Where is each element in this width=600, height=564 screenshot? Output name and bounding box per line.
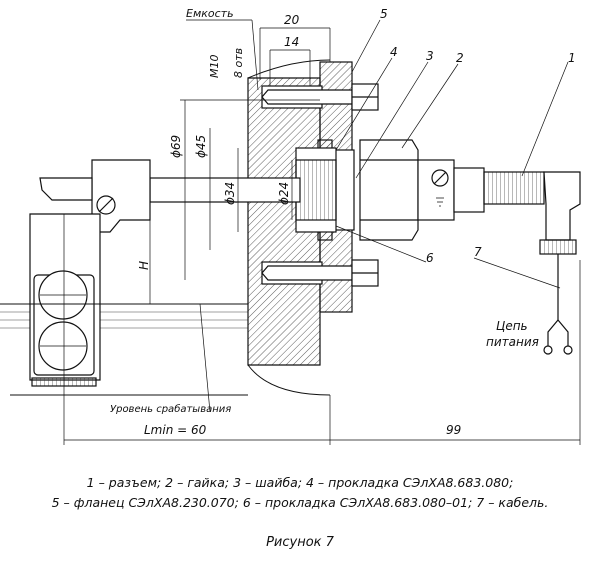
callout-5: 5	[380, 7, 388, 21]
diameter-69: ϕ69	[169, 135, 183, 158]
diameter-24: ϕ24	[277, 182, 291, 205]
callout-6: 6	[426, 251, 434, 265]
level-label: Уровень срабатывания	[110, 403, 231, 415]
dimension-lmin: Lmin = 60	[144, 423, 207, 437]
dimension-99: 99	[446, 423, 461, 437]
height-H: H	[137, 261, 151, 270]
circuit-label-1: Цепь	[496, 319, 528, 333]
diameter-34: ϕ34	[223, 182, 237, 205]
callout-3: 3	[426, 49, 434, 63]
callout-7: 7	[474, 245, 482, 259]
circuit-label-2: питания	[486, 335, 539, 349]
label-thread: M10	[208, 55, 221, 79]
sensor-head	[91, 159, 151, 233]
connector-plug	[483, 171, 545, 205]
dimension-20: 20	[284, 13, 300, 27]
label-container: Емкость	[186, 7, 234, 20]
dimension-14: 14	[284, 35, 299, 49]
sensor-assembly-drawing: Емкость M10 8 отв 20 14 ϕ69 ϕ45 ϕ34 ϕ24 …	[0, 7, 581, 445]
label-holes: 8 отв	[232, 48, 245, 78]
connector-body	[417, 159, 455, 221]
connector-elbow	[543, 171, 581, 241]
nut-2	[359, 139, 419, 241]
callout-1: 1	[568, 51, 576, 65]
callout-2: 2	[456, 51, 464, 65]
figure-caption: Рисунок 7	[266, 535, 334, 550]
diameter-45: ϕ45	[194, 135, 208, 158]
screw-bottom	[261, 265, 353, 281]
callout-4: 4	[390, 45, 398, 59]
legend-line-1: 1 – разъем; 2 – гайка; 3 – шайба; 4 – пр…	[86, 475, 514, 490]
legend-line-2: 5 – фланец СЭлХА8.230.070; 6 – прокладка…	[51, 495, 549, 510]
screw-top	[261, 89, 353, 105]
